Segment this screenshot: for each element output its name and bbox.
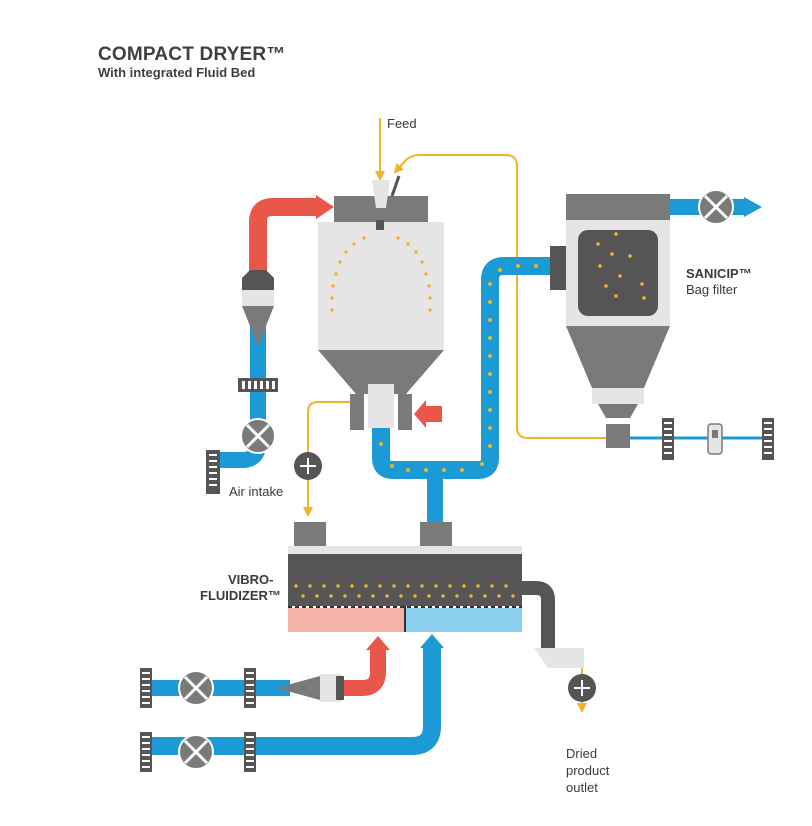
filter-exhaust-arrowhead <box>744 197 762 217</box>
cold-air-arrowhead <box>420 634 444 648</box>
air-intake-filter <box>238 378 278 392</box>
dried-outlet-label-line2: product <box>566 763 610 778</box>
filter-outlet-silencer-right <box>762 418 774 460</box>
atomizer <box>372 180 390 208</box>
fluidizer-discharge-chute <box>522 581 555 648</box>
fluidizer-inlet-left <box>294 522 326 546</box>
fan-intake-icon <box>240 418 276 454</box>
fan-hot-supply-icon <box>178 670 214 706</box>
filter-outlet-sensor-icon <box>707 423 723 455</box>
fan-filter-exhaust-icon <box>698 189 734 225</box>
rotary-valve-chamber-icon <box>294 452 322 480</box>
filter-outlet-silencer-left <box>662 418 674 460</box>
fan-cold-supply-icon <box>178 734 214 770</box>
bag-filter <box>550 194 670 448</box>
cold-air-duct <box>150 648 441 755</box>
duct-particles <box>379 264 538 472</box>
vibro-label-line1: VIBRO- <box>228 572 274 587</box>
bag-filter-inner <box>578 230 658 316</box>
chamber-leg-right <box>398 394 412 430</box>
fluidizer-cool-zone <box>406 608 522 632</box>
fluidizer-inlet-right <box>420 522 452 546</box>
hot-air-side-inlet-arrow <box>414 400 442 428</box>
discharge-hopper <box>534 648 584 668</box>
feed-label: Feed <box>387 116 417 131</box>
chamber-leg-left <box>350 394 364 430</box>
bag-filter-outlet-valve <box>606 424 630 448</box>
bottom-air-heater <box>276 674 344 702</box>
vibro-fluidizer <box>288 522 584 668</box>
fluidizer-hood <box>288 546 522 554</box>
hot-air-fluidizer-duct <box>340 650 386 696</box>
bag-filter-cone <box>566 326 670 388</box>
air-heater <box>242 270 274 346</box>
air-intake-label: Air intake <box>229 484 284 499</box>
sanicip-desc-label: Bag filter <box>686 282 738 297</box>
hot-air-top-duct <box>249 198 320 272</box>
chamber-to-filter-duct <box>372 257 552 479</box>
spray-dryer-chamber <box>318 175 444 430</box>
rotary-valve-outlet-icon <box>568 674 596 702</box>
chamber-body <box>318 222 444 350</box>
hot-air-fluidizer-arrowhead <box>366 636 390 650</box>
diagram-title: COMPACT DRYER™ <box>98 44 286 65</box>
sanicip-label: SANICIP™ <box>686 266 752 281</box>
hot-air-top-arrowhead <box>316 195 334 219</box>
spray-pattern <box>330 236 432 312</box>
fluidizer-bed-particles <box>294 584 515 598</box>
atomizer-tip <box>376 220 384 230</box>
vibro-label-line2: FLUIDIZER™ <box>200 588 281 603</box>
bag-filter-inlet <box>550 246 566 290</box>
fines-return-line <box>393 154 610 439</box>
dried-outlet-label-line3: outlet <box>566 780 598 795</box>
fluidizer-hot-zone <box>288 608 404 632</box>
chamber-outlet-line <box>303 401 352 517</box>
bag-filter-top <box>566 194 670 220</box>
bottom-inlet-silencers <box>140 668 256 772</box>
fluidizer-body <box>288 554 522 606</box>
hot-air <box>249 198 386 696</box>
intake-silencer <box>206 450 220 494</box>
chamber-outlet <box>368 384 394 428</box>
chamber-cone <box>318 350 444 394</box>
diagram-subtitle: With integrated Fluid Bed <box>98 65 256 80</box>
air-ducts <box>150 199 748 755</box>
dried-outlet-label-line1: Dried <box>566 746 598 761</box>
